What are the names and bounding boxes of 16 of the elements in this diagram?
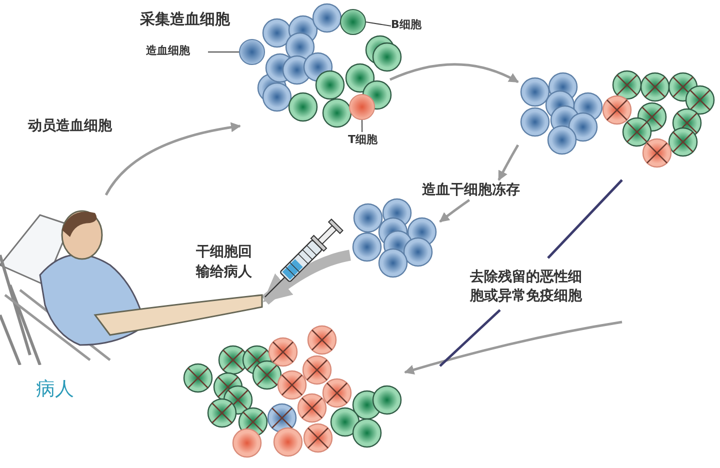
arrow	[262, 250, 352, 305]
cell-label: 造血干细胞冻存	[422, 181, 521, 200]
arrow	[390, 63, 519, 84]
cell-label: 造血细胞	[146, 43, 191, 59]
edge-label: 动员造血细胞	[28, 117, 113, 136]
cell-label: T细胞	[348, 132, 379, 148]
arrow	[404, 320, 622, 375]
edge-label: 干细胞回输给病人	[196, 243, 253, 282]
leader-line	[362, 120, 363, 132]
heading-text: 采集造血细胞	[140, 9, 230, 30]
arrow	[439, 198, 470, 223]
caption-text: 病人	[36, 377, 74, 402]
leader-line	[366, 22, 392, 26]
cell-label: B细胞	[391, 17, 422, 33]
arrow	[498, 144, 520, 181]
arrow	[104, 122, 241, 196]
